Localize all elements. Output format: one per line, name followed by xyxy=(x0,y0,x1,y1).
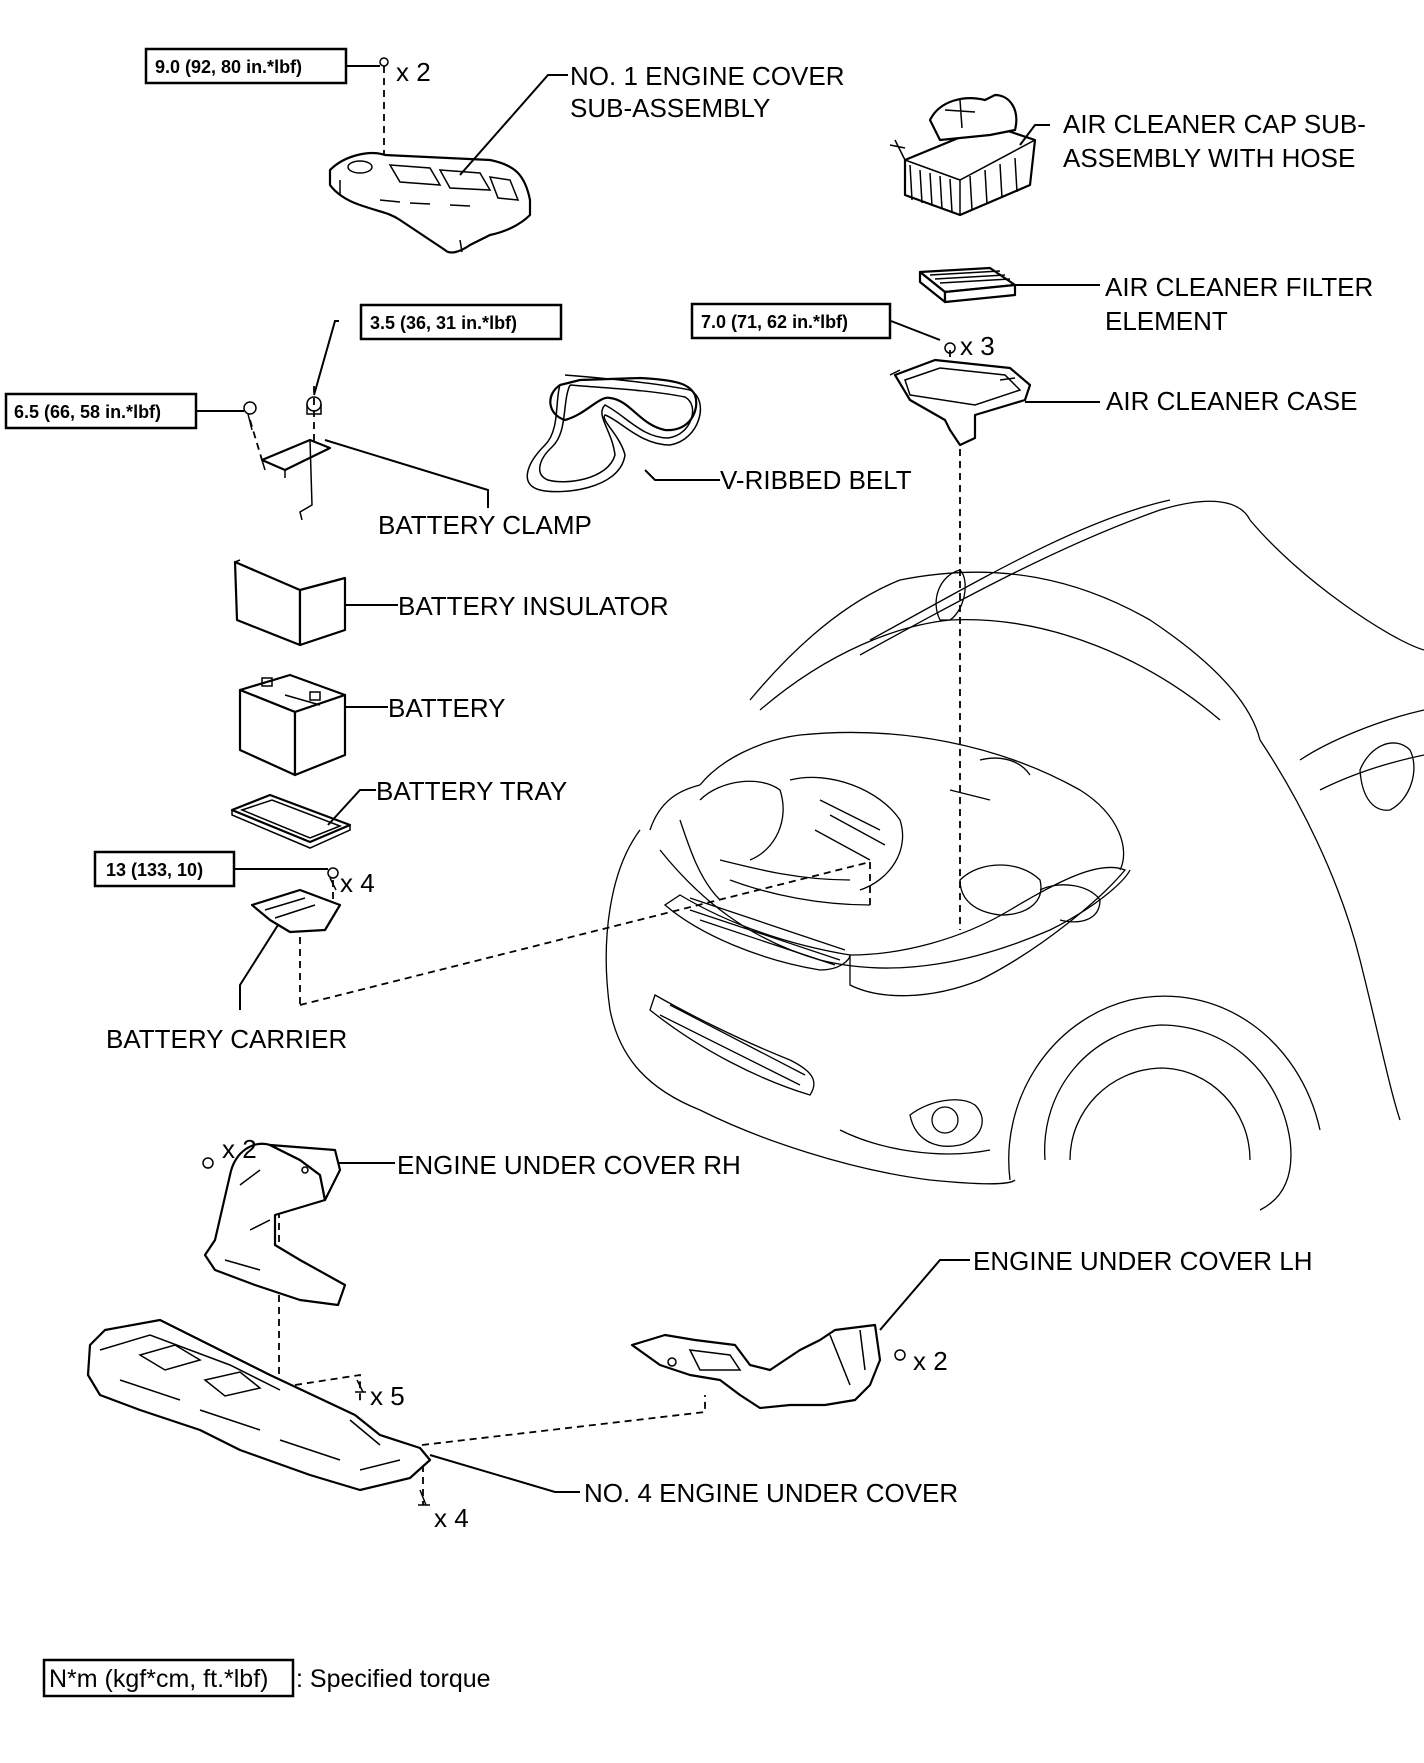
label-engine-under-cover-lh: ENGINE UNDER COVER LH xyxy=(973,1246,1313,1276)
installation-lines xyxy=(249,66,961,1505)
qty-no4-under-cover-bottom: x 4 xyxy=(434,1503,469,1533)
battery-part xyxy=(238,673,347,777)
label-battery-clamp: BATTERY CLAMP xyxy=(378,510,592,540)
torque-air-cleaner-case: 7.0 (71, 62 in.*lbf) xyxy=(701,312,848,332)
battery-insulator-part xyxy=(233,559,347,647)
torque-box-engine-cover: 9.0 (92, 80 in.*lbf) xyxy=(144,47,348,85)
label-battery: BATTERY xyxy=(388,693,506,723)
torque-box-air-cleaner-case: 7.0 (71, 62 in.*lbf) xyxy=(690,302,892,340)
engine-cover-part xyxy=(328,57,532,254)
label-v-ribbed-belt: V-RIBBED BELT xyxy=(720,465,912,495)
legend: N*m (kgf*cm, ft.*lbf) : Specified torque xyxy=(42,1658,491,1698)
label-air-cleaner-case: AIR CLEANER CASE xyxy=(1106,386,1357,416)
label-engine-cover-line2: SUB-ASSEMBLY xyxy=(570,93,770,123)
torque-battery-clamp-nut: 3.5 (36, 31 in.*lbf) xyxy=(370,313,517,333)
label-battery-carrier: BATTERY CARRIER xyxy=(106,1024,347,1054)
engine-under-cover-rh-part xyxy=(202,1142,347,1307)
label-air-cleaner-filter-line2: ELEMENT xyxy=(1105,306,1228,336)
engine-under-cover-lh-part xyxy=(630,1323,906,1410)
label-engine-under-cover-rh: ENGINE UNDER COVER RH xyxy=(397,1150,741,1180)
label-battery-insulator: BATTERY INSULATOR xyxy=(398,591,669,621)
label-air-cleaner-cap-line1: AIR CLEANER CAP SUB- xyxy=(1063,109,1366,139)
car-outline xyxy=(605,499,1424,1211)
torque-box-battery-carrier: 13 (133, 10) xyxy=(93,850,236,888)
qty-engine-cover: x 2 xyxy=(396,57,431,87)
qty-air-cleaner-case: x 3 xyxy=(960,331,995,361)
torque-battery-carrier: 13 (133, 10) xyxy=(106,860,203,880)
legend-box-text: N*m (kgf*cm, ft.*lbf) xyxy=(49,1665,268,1693)
torque-engine-cover: 9.0 (92, 80 in.*lbf) xyxy=(155,57,302,77)
air-cleaner-case-part xyxy=(889,342,1032,447)
torque-box-battery-clamp-bolt: 6.5 (66, 58 in.*lbf) xyxy=(4,392,198,430)
air-cleaner-filter-part xyxy=(918,266,1017,304)
torque-battery-clamp-bolt: 6.5 (66, 58 in.*lbf) xyxy=(14,402,161,422)
label-air-cleaner-filter-line1: AIR CLEANER FILTER xyxy=(1105,272,1373,302)
qty-under-cover-lh: x 2 xyxy=(913,1346,948,1376)
battery-clamp-part xyxy=(243,396,332,521)
qty-under-cover-rh: x 2 xyxy=(222,1134,257,1164)
qty-no4-under-cover-top: x 5 xyxy=(370,1381,405,1411)
label-no4-engine-under-cover: NO. 4 ENGINE UNDER COVER xyxy=(584,1478,958,1508)
no4-engine-under-cover-part xyxy=(86,1318,432,1506)
battery-carrier-part xyxy=(250,867,342,934)
air-cleaner-cap-part xyxy=(889,93,1037,217)
label-air-cleaner-cap-line2: ASSEMBLY WITH HOSE xyxy=(1063,143,1355,173)
qty-battery-carrier: x 4 xyxy=(340,868,375,898)
torque-box-battery-clamp-nut: 3.5 (36, 31 in.*lbf) xyxy=(359,303,563,341)
legend-description: : Specified torque xyxy=(296,1665,491,1693)
leader-lines xyxy=(196,65,1100,1493)
battery-tray-part xyxy=(230,793,352,849)
label-battery-tray: BATTERY TRAY xyxy=(376,776,567,806)
label-engine-cover-line1: NO. 1 ENGINE COVER xyxy=(570,61,845,91)
v-ribbed-belt-part xyxy=(526,374,701,493)
